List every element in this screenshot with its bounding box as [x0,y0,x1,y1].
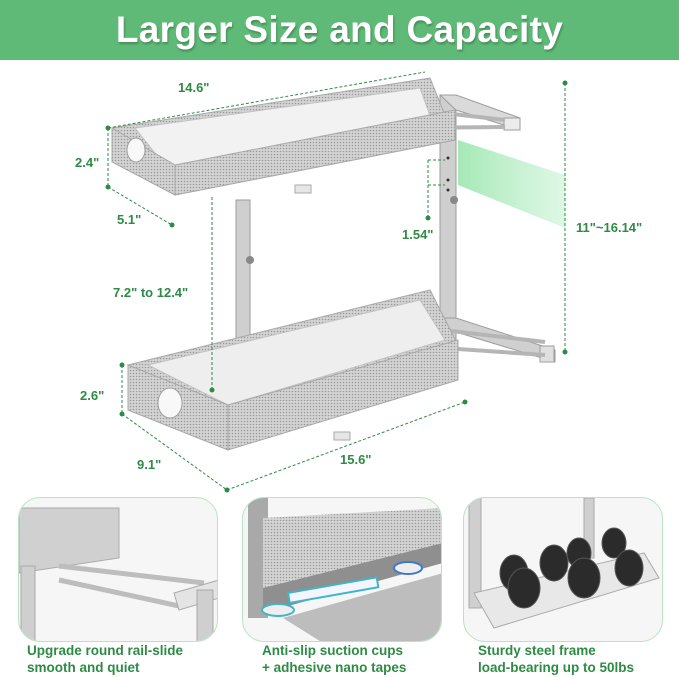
feature-card-rail-slide [18,497,218,642]
adjust-range-band [458,140,565,228]
rail-slide-image [19,507,217,641]
dumbbell-load-image [468,498,660,629]
dim-shelf-gap: 7.2" to 12.4" [113,285,189,300]
dim-adjust-step: 1.54" [402,227,434,242]
feature-caption-suction-cups: Anti-slip suction cups + adhesive nano t… [262,643,407,675]
bottom-basket [126,289,459,451]
feature-card-suction-cups [242,497,442,642]
feature-card-load-bearing [463,497,663,642]
feature-caption-rail-slide: Upgrade round rail-slide smooth and quie… [27,643,184,675]
dim-top-length: 14.6" [178,80,210,95]
dim-total-height: 11"~16.14" [576,220,643,235]
title-banner: Larger Size and Capacity [0,0,679,60]
dimension-lines [105,71,568,493]
organizer-diagram [105,71,568,493]
dim-top-width: 5.1" [117,212,142,227]
dim-bottom-height: 2.6" [80,388,105,403]
dim-top-height: 2.4" [75,155,100,170]
dim-bottom-length: 15.6" [340,452,372,467]
dim-bottom-width: 9.1" [137,457,162,472]
feature-caption-load-bearing: Sturdy steel frame load-bearing up to 50… [478,643,635,675]
page-title: Larger Size and Capacity [115,9,564,50]
top-basket [110,77,456,196]
suction-cup-image [248,498,441,641]
